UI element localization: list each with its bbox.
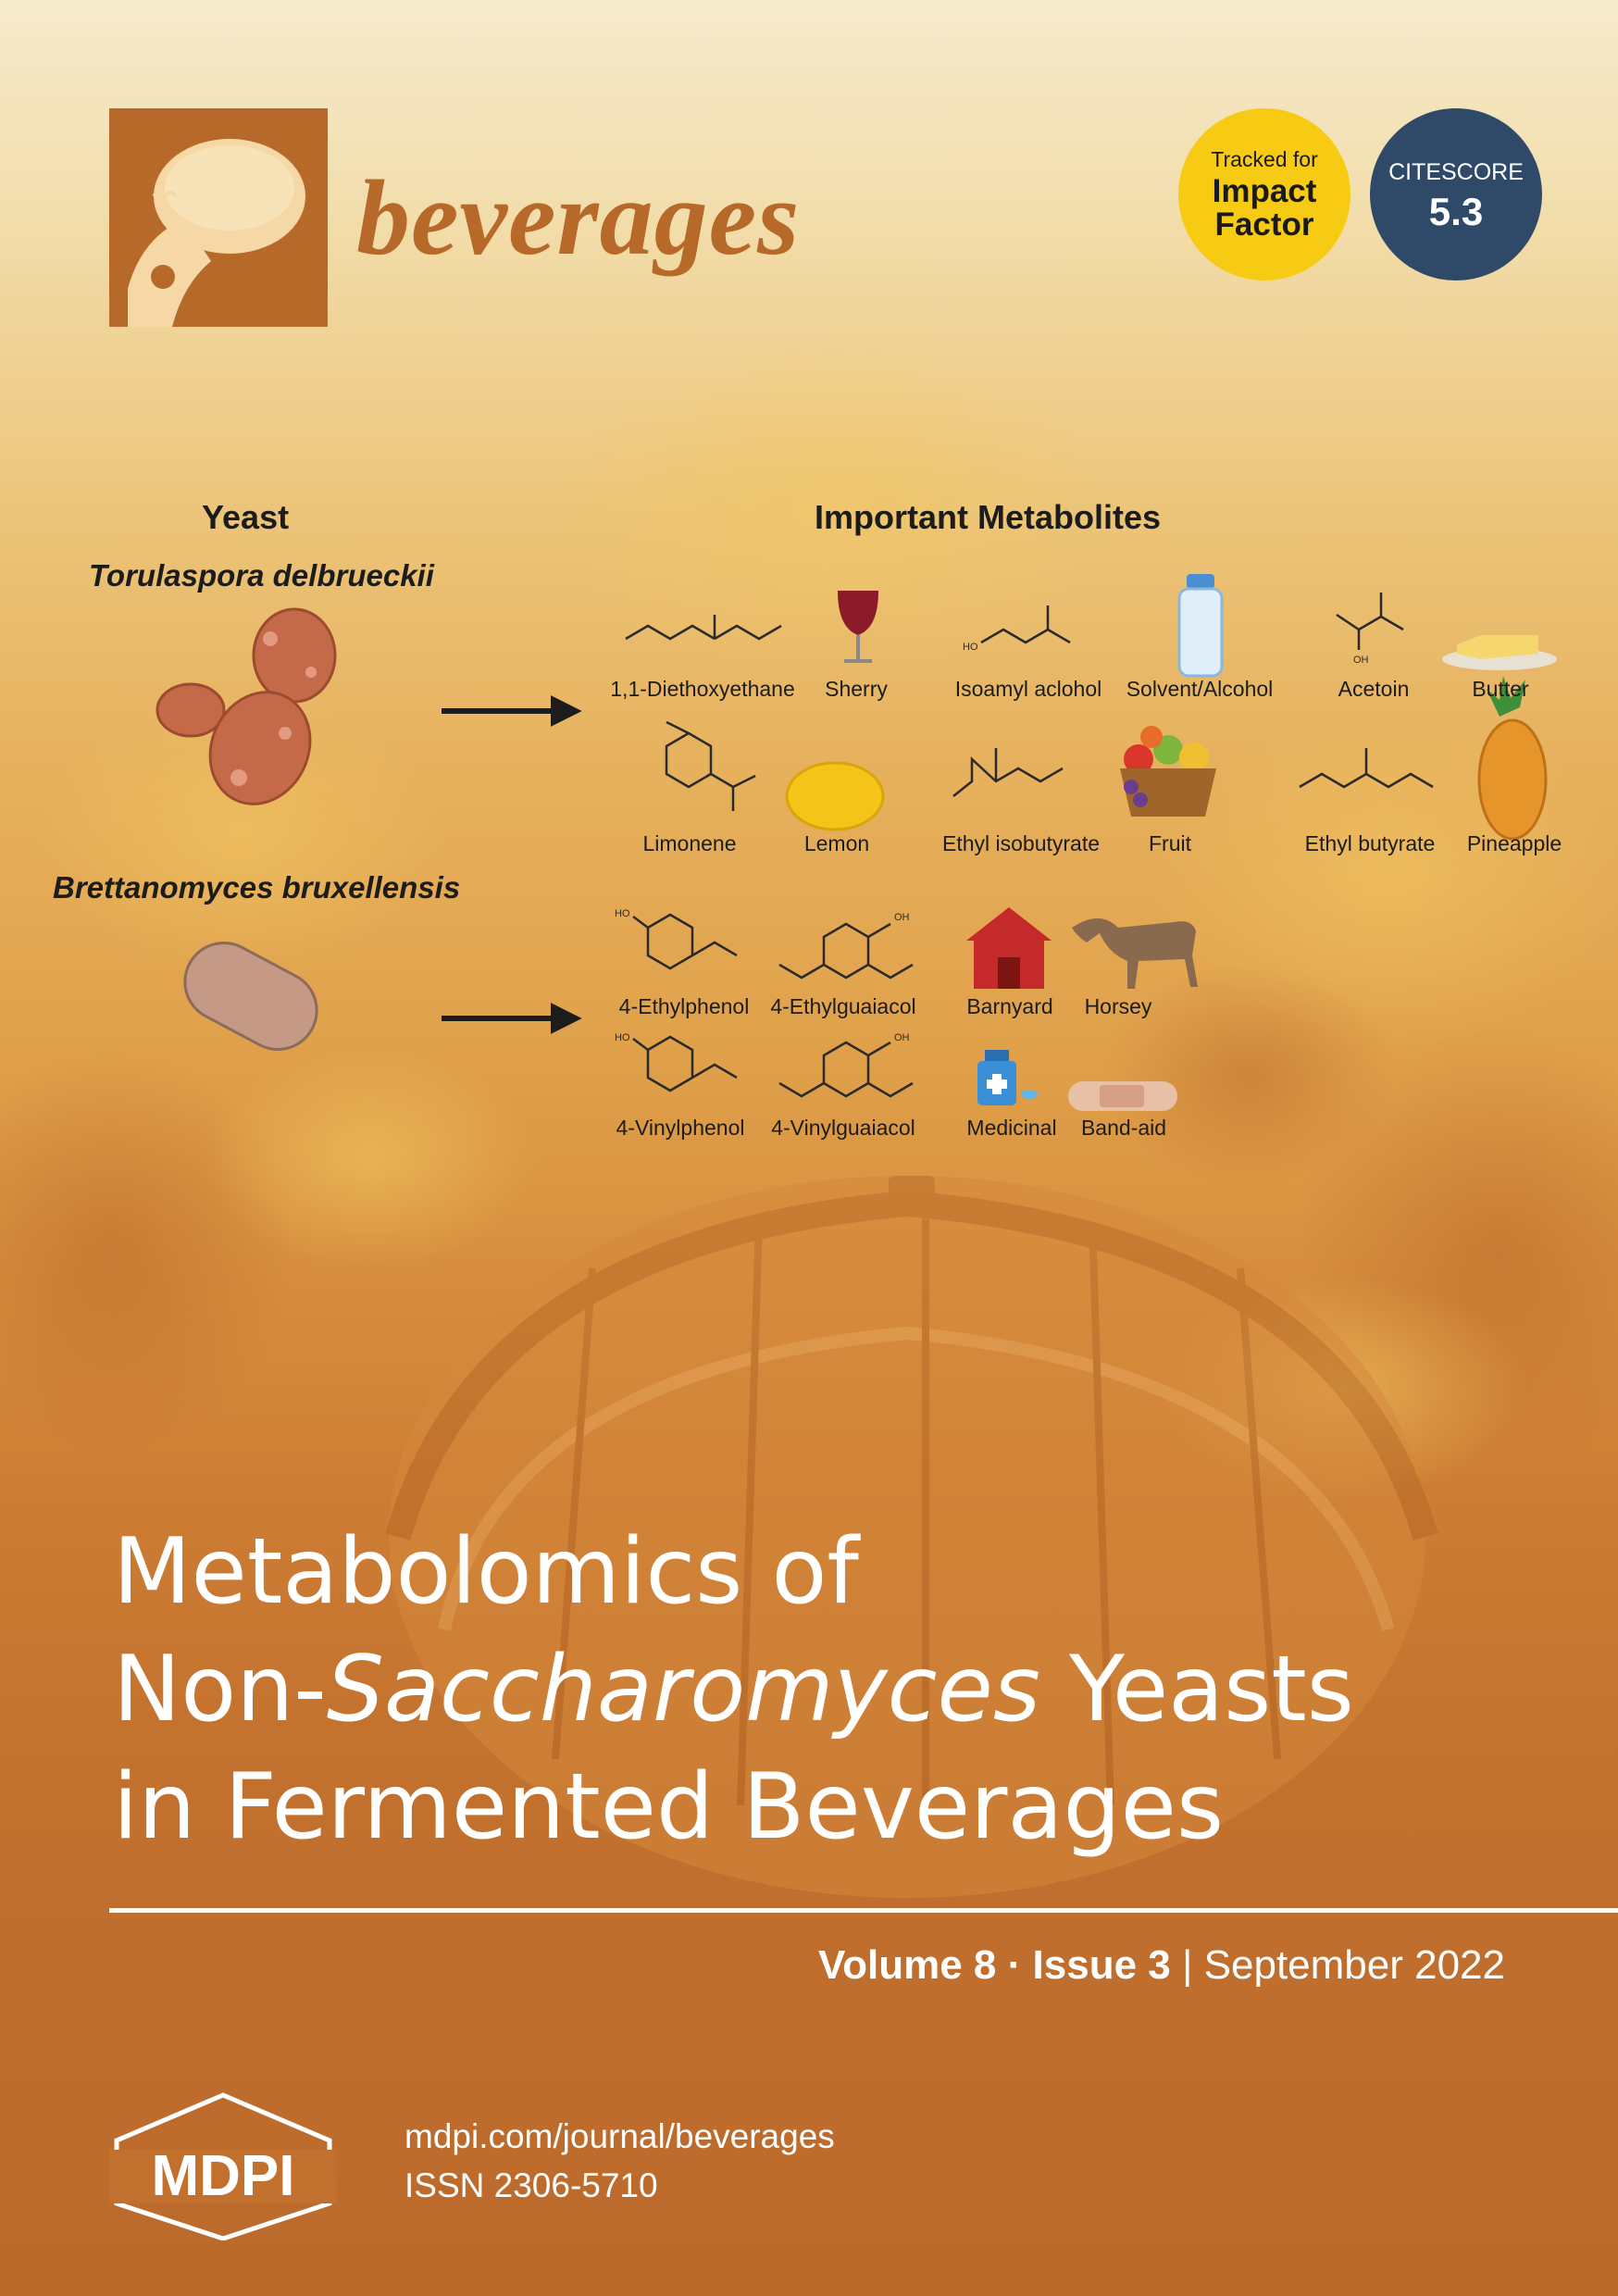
label-lemon: Lemon — [803, 831, 870, 855]
atom-label: OH — [894, 1032, 910, 1043]
atom-label: HO — [615, 908, 630, 919]
bottle-cap-opener-icon — [128, 139, 305, 327]
journal-logo — [109, 108, 328, 327]
arrow-icon — [442, 695, 582, 1034]
label-horsey: Horsey — [1084, 994, 1152, 1018]
lemon-icon — [785, 761, 885, 831]
barrel-illustration — [385, 1176, 1438, 1898]
atom-label: HO — [615, 1032, 630, 1043]
label-solvent: Solvent/Alcohol — [1126, 677, 1274, 701]
medicine-bottle-icon — [977, 1050, 1038, 1105]
citescore-badge: CITESCORE 5.3 — [1370, 108, 1542, 281]
torulaspora-cells-icon — [156, 607, 337, 805]
band-aid-icon — [1068, 1081, 1177, 1111]
label-vinylguaiacol: 4-Vinylguaiacol — [771, 1116, 915, 1140]
issn: ISSN 2306-5710 — [404, 2166, 658, 2204]
metabolites-heading: Important Metabolites — [815, 498, 1162, 536]
barn-icon — [966, 907, 1052, 989]
horse-icon — [1072, 918, 1198, 989]
journal-name: beverages — [356, 159, 801, 278]
label-butter: Butter — [1472, 677, 1529, 701]
species-brettanomyces: Brettanomyces bruxellensis — [53, 870, 461, 905]
label-ethyl-butyrate: Ethyl butyrate — [1304, 831, 1436, 855]
label-band-aid: Band-aid — [1080, 1116, 1167, 1140]
label-medicinal: Medicinal — [966, 1116, 1057, 1140]
fruit-basket-icon — [1120, 726, 1216, 817]
bottle-icon — [1177, 574, 1224, 678]
label-diethoxyethane: 1,1-Diethoxyethane — [610, 677, 795, 701]
label-fruit: Fruit — [1149, 831, 1191, 855]
yeast-heading: Yeast — [202, 498, 290, 536]
brettanomyces-cell-icon — [183, 942, 318, 1051]
species-torulaspora: Torulaspora delbrueckii — [89, 558, 434, 593]
mdpi-wordmark: MDPI — [152, 2144, 295, 2208]
atom-label: HO — [963, 642, 978, 653]
label-ethylphenol: 4-Ethylphenol — [618, 994, 750, 1018]
cover-title: Metabolomics of Non-Saccharomyces Yeasts… — [113, 1514, 1557, 1866]
metabolite-figure: HO OH HO OH HO OH — [156, 574, 1557, 1111]
label-ethyl-isobutyrate: Ethyl isobutyrate — [941, 831, 1101, 855]
pineapple-icon — [1477, 676, 1548, 841]
label-barnyard: Barnyard — [966, 994, 1053, 1018]
atom-label: OH — [1353, 655, 1369, 666]
wine-glass-icon — [838, 591, 878, 663]
label-vinylphenol: 4-Vinylphenol — [616, 1116, 745, 1140]
molecule-structures — [625, 593, 1434, 1098]
label-acetoin: Acetoin — [1338, 677, 1410, 701]
foliage-blobs — [0, 343, 1618, 1500]
label-sherry: Sherry — [825, 677, 888, 701]
label-isoamyl: Isoamyl aclohol — [954, 677, 1102, 701]
atom-label: OH — [894, 912, 910, 923]
citescore-label: CITESCORE — [1388, 159, 1524, 185]
impact-line1: Tracked for — [1211, 147, 1318, 171]
divider — [109, 1908, 1618, 1913]
title-line2: Non-Saccharomyces Yeasts — [113, 1637, 1354, 1742]
butter-icon — [1442, 635, 1557, 670]
journal-url[interactable]: mdpi.com/journal/beverages — [404, 2117, 835, 2155]
title-line1: Metabolomics of — [113, 1519, 859, 1625]
title-line3: in Fermented Beverages — [113, 1754, 1225, 1860]
mdpi-logo: MDPI — [109, 2092, 337, 2240]
label-ethylguaiacol: 4-Ethylguaiacol — [770, 994, 916, 1018]
issue-info: Volume 8 · Issue 3 | September 2022 — [818, 1942, 1505, 1988]
label-pineapple: Pineapple — [1466, 831, 1562, 855]
citescore-value: 5.3 — [1428, 190, 1484, 233]
label-limonene: Limonene — [642, 831, 737, 855]
